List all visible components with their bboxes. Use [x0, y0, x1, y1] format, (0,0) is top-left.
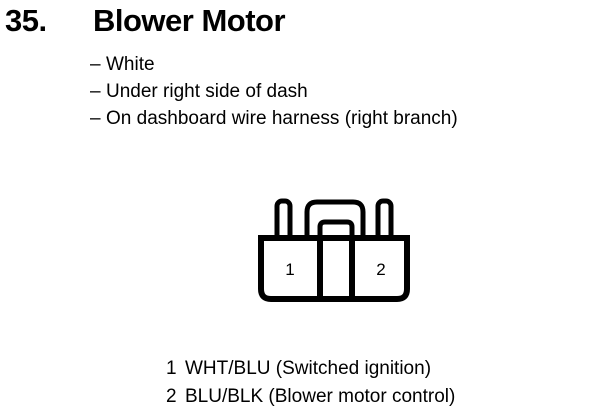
section-number: 35. [5, 3, 47, 38]
legend-pin-description: WHT/BLU (Switched ignition) [185, 358, 432, 379]
list-item-label: Under right side of dash [106, 81, 308, 102]
list-item: – White [90, 52, 600, 79]
connector-body [258, 235, 410, 302]
dash-icon: – [90, 108, 101, 129]
list-item: – Under right side of dash [90, 79, 600, 106]
dash-icon: – [90, 54, 101, 75]
connector-diagram: 1 2 [258, 196, 414, 306]
dash-icon: – [90, 81, 101, 102]
section-header: 35. Blower Motor [0, 0, 608, 42]
legend-pin-number: 2 [166, 386, 177, 407]
legend-row: 2 BLU/BLK (Blower motor control) [166, 384, 596, 412]
legend-pin-description: BLU/BLK (Blower motor control) [185, 386, 456, 407]
page-title: Blower Motor [93, 3, 286, 38]
connector-pin-2-label: 2 [376, 260, 385, 279]
legend-pin-number: 1 [166, 358, 177, 379]
connector-pin-1-label: 1 [285, 260, 294, 279]
pin-legend: 1 WHT/BLU (Switched ignition) 2 BLU/BLK … [166, 356, 596, 412]
list-item-label: White [106, 54, 155, 75]
legend-row: 1 WHT/BLU (Switched ignition) [166, 356, 596, 384]
connector-drawing: 1 2 [258, 198, 410, 302]
list-item-label: On dashboard wire harness (right branch) [106, 108, 458, 129]
description-list: – White – Under right side of dash – On … [90, 52, 600, 133]
list-item: – On dashboard wire harness (right branc… [90, 106, 600, 133]
